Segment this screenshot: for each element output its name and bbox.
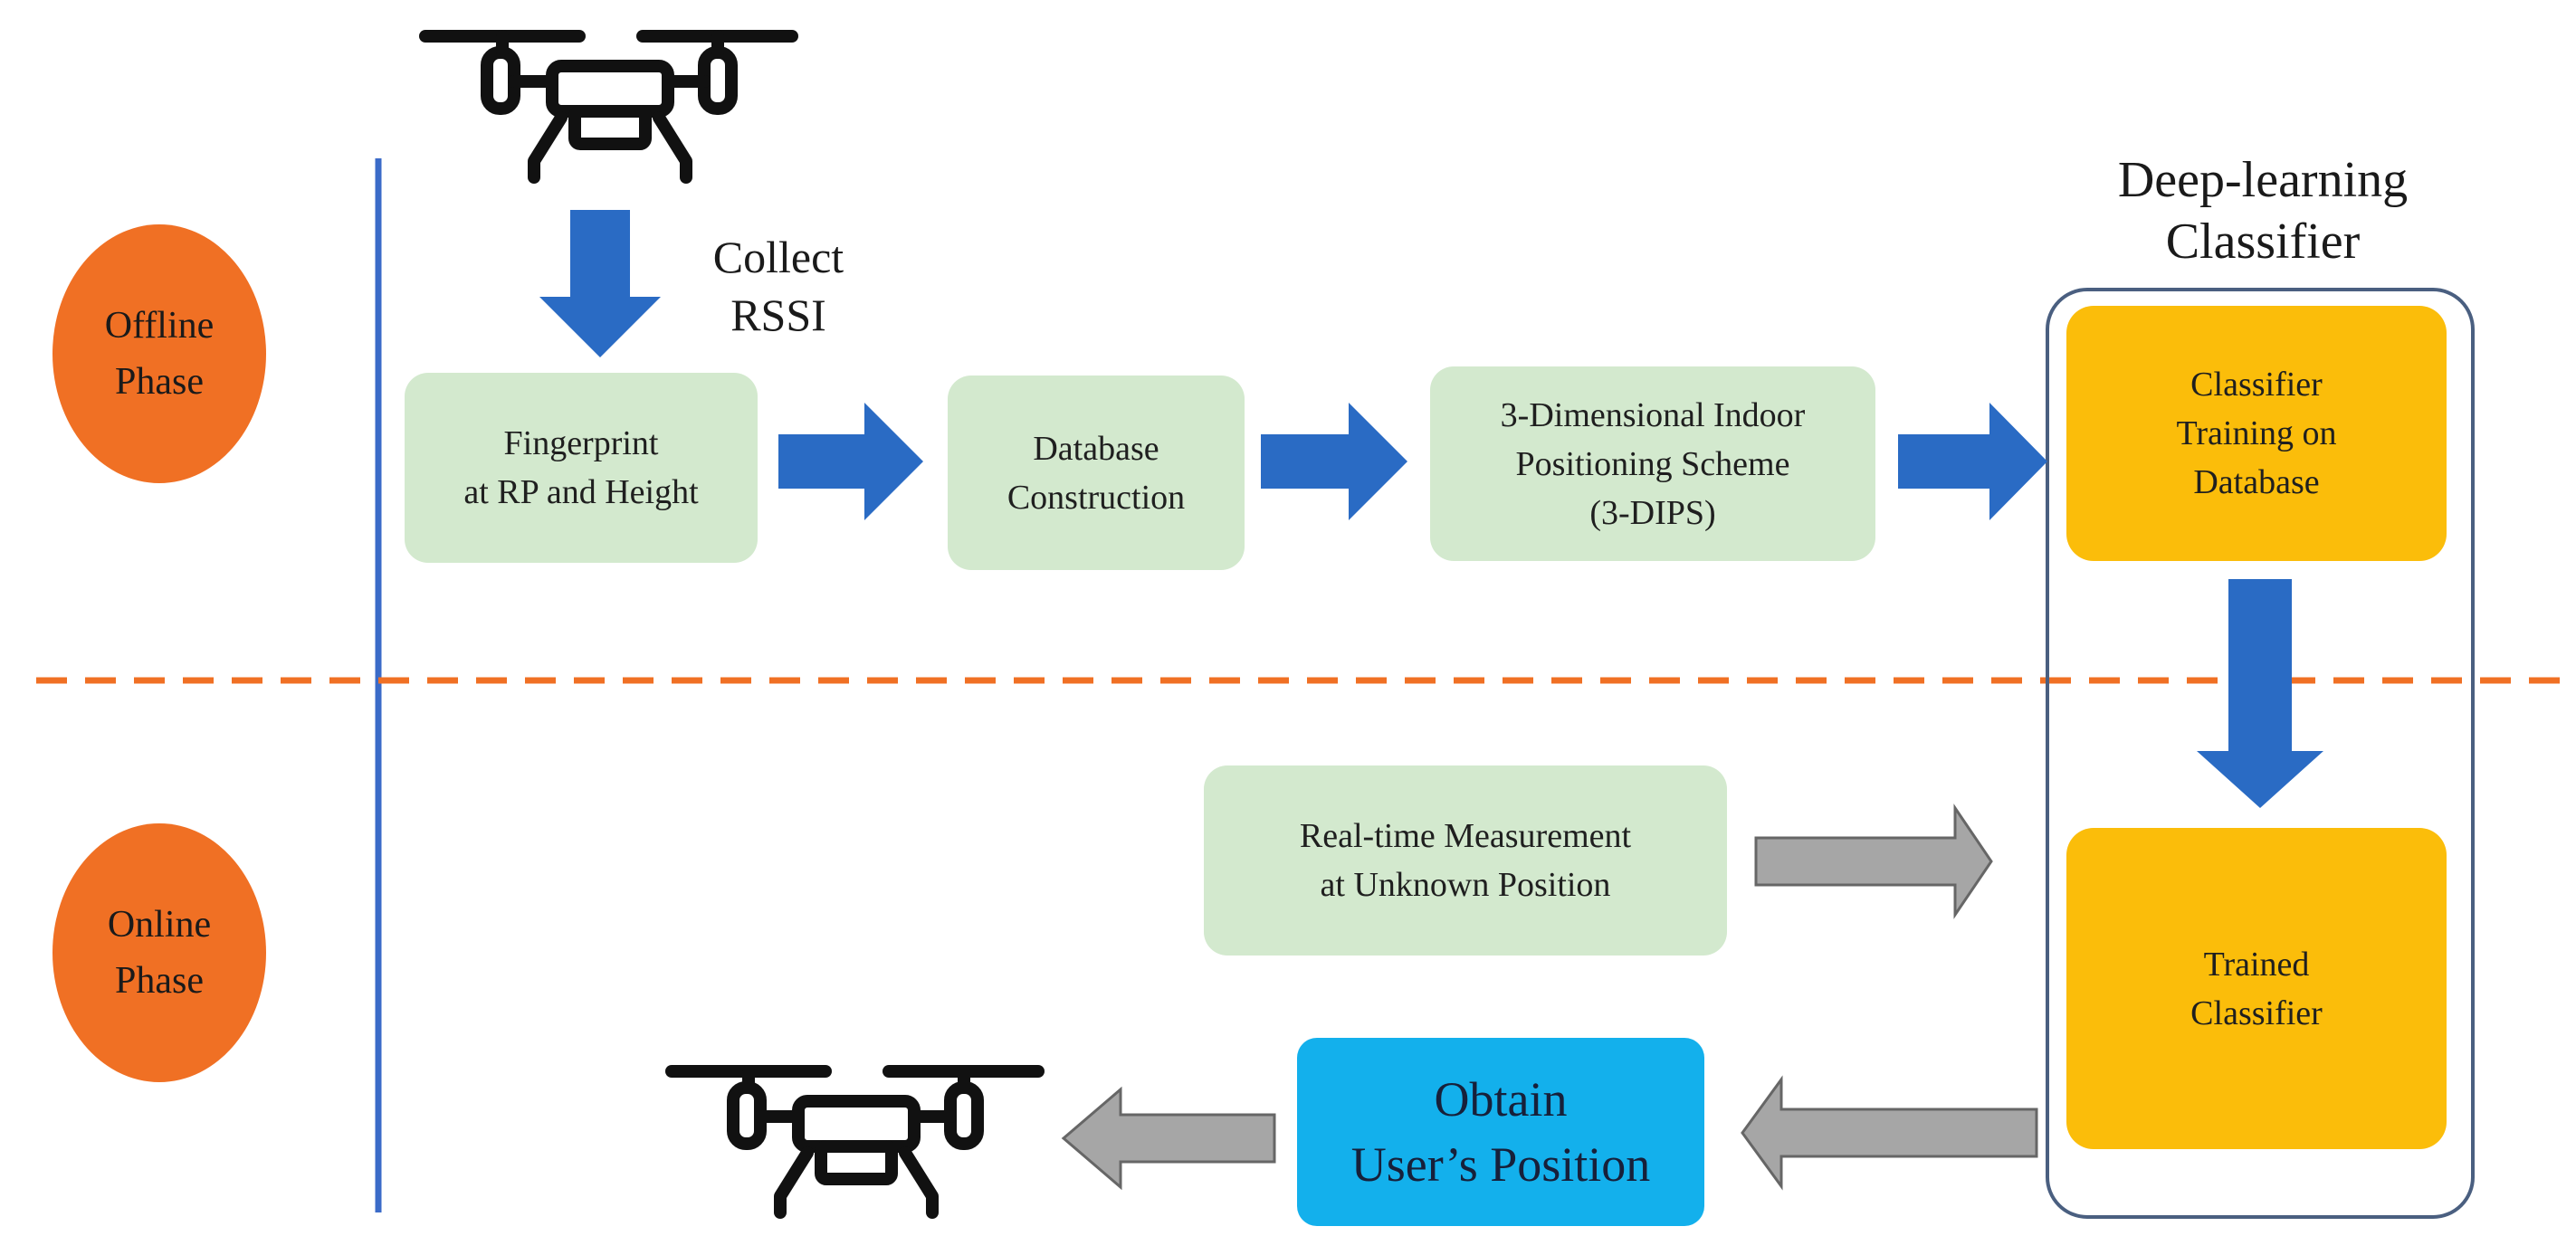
training-node: Classifier Training on Database — [2066, 306, 2447, 561]
collect-rssi-label: Collect RSSI — [712, 232, 844, 340]
obtain-position-node: Obtain User’s Position — [1297, 1038, 1704, 1226]
dips-node-label: 3-Dimensional Indoor Positioning Scheme … — [1500, 395, 1806, 532]
dips-node: 3-Dimensional Indoor Positioning Scheme … — [1430, 366, 1875, 561]
database-node-label: Database Construction — [1007, 429, 1186, 517]
arrow-dips-to-training — [1898, 403, 2047, 520]
arrow-obtain-to-drone — [1061, 1086, 1276, 1191]
training-node-label: Classifier Training on Database — [2176, 366, 2337, 501]
classifier-group-title: Deep-learning Classifier — [2117, 152, 2409, 270]
drone-icon — [665, 1065, 1045, 1219]
arrow-training-to-trained — [2197, 579, 2323, 808]
database-node: Database Construction — [948, 376, 1245, 570]
classifier-group-frame — [2046, 288, 2475, 1219]
offline-phase-label: Offline Phase — [104, 305, 215, 403]
trained-classifier-node: Trained Classifier — [2066, 828, 2447, 1149]
offline-phase-circle: Offline Phase — [52, 224, 266, 483]
measurement-node: Real-time Measurement at Unknown Positio… — [1204, 765, 1727, 956]
arrow-fingerprint-to-database — [778, 403, 923, 520]
arrow-measurement-to-trained — [1754, 803, 1993, 919]
online-phase-label: Online Phase — [107, 904, 212, 1002]
obtain-position-node-label: Obtain User’s Position — [1350, 1072, 1651, 1192]
arrow-trained-to-obtain — [1741, 1075, 2038, 1191]
fingerprint-node-label: Fingerprint at RP and Height — [463, 424, 699, 511]
arrow-database-to-dips — [1261, 403, 1407, 520]
online-phase-circle: Online Phase — [52, 823, 266, 1082]
arrow-down-collect — [539, 210, 661, 357]
measurement-node-label: Real-time Measurement at Unknown Positio… — [1299, 817, 1632, 904]
trained-classifier-node-label: Trained Classifier — [2190, 945, 2323, 1032]
drone-icon — [419, 30, 798, 184]
fingerprint-node: Fingerprint at RP and Height — [405, 373, 758, 563]
